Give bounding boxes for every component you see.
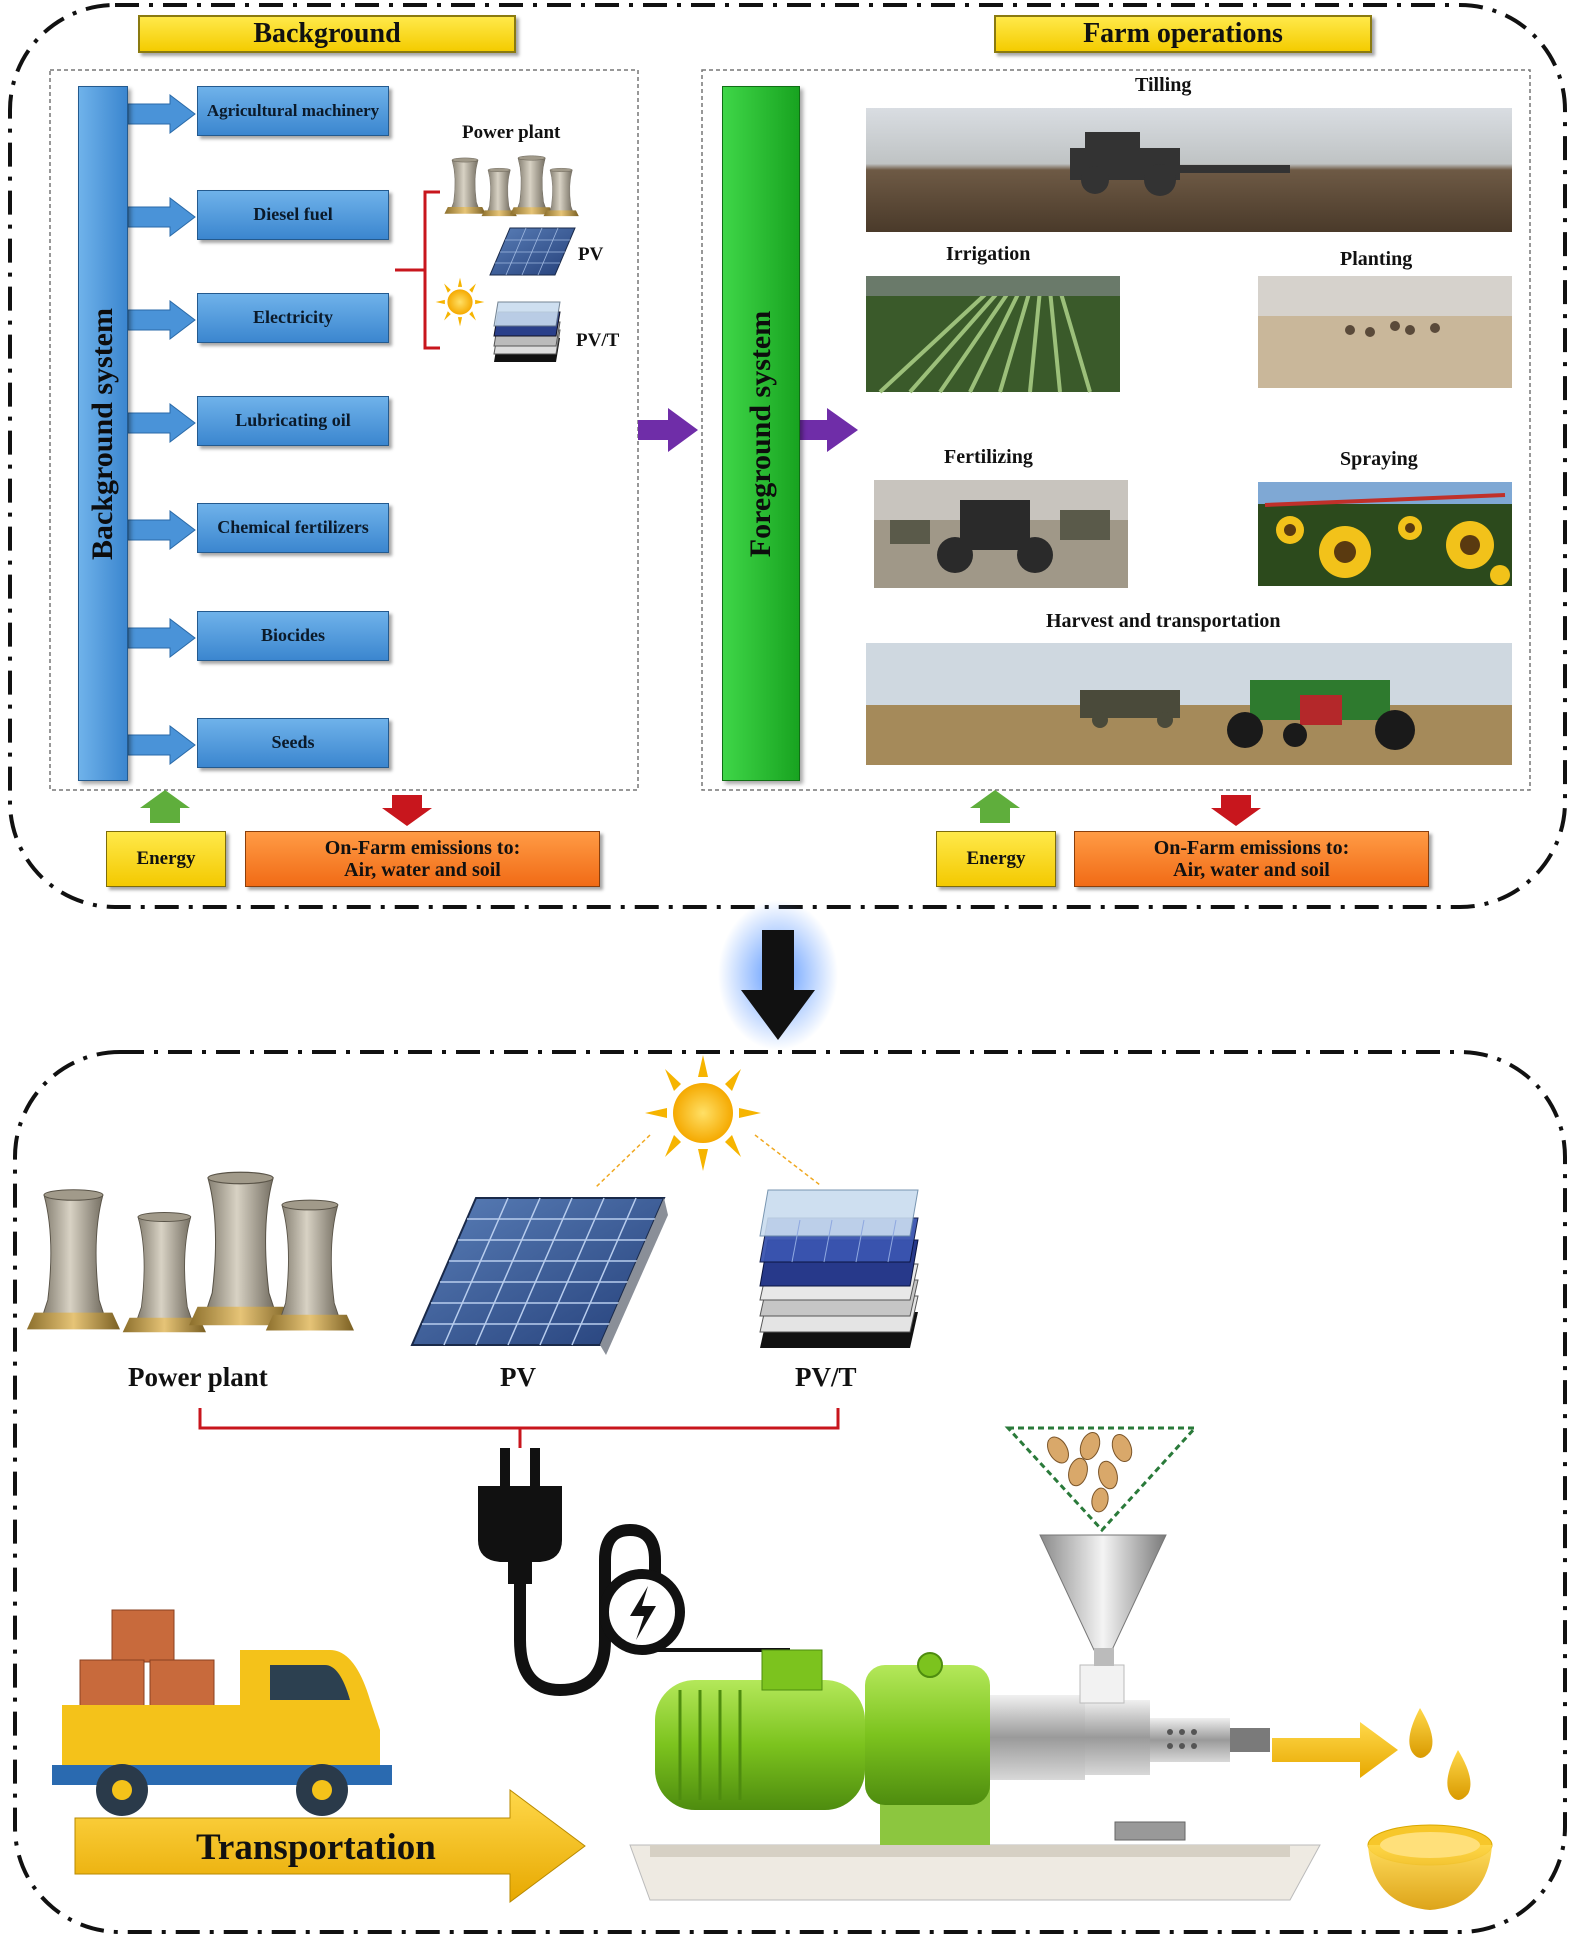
foreground-system-title: Foreground system <box>744 310 778 557</box>
emissions-line2: Air, water and soil <box>1173 859 1330 881</box>
energy-label: Energy <box>966 847 1026 869</box>
input-label: Lubricating oil <box>235 410 351 431</box>
sun-rays <box>594 1134 821 1189</box>
input-label: Diesel fuel <box>253 204 333 225</box>
oil-press-icon <box>629 1534 1321 1901</box>
mini-pv-label: PV <box>578 244 604 265</box>
input-box-seeds: Seeds <box>197 718 389 768</box>
mini-power-plant-label: Power plant <box>462 122 561 143</box>
mini-red-bracket <box>395 190 440 350</box>
oil-output-arrow-icon <box>1272 1722 1398 1778</box>
purple-flow-arrows <box>638 408 858 452</box>
input-arrows <box>127 93 196 766</box>
input-box-biocides: Biocides <box>197 611 389 661</box>
oil-bowl-icon <box>1367 1824 1493 1910</box>
mini-pvt-label: PV/T <box>576 330 620 351</box>
pvt-stack-icon <box>759 1189 919 1348</box>
emissions-line2: Air, water and soil <box>344 859 501 881</box>
background-header-label: Background <box>253 17 401 49</box>
input-box-lubricating-oil: Lubricating oil <box>197 396 389 446</box>
oil-drop-icon <box>1409 1708 1471 1800</box>
farm-operations-header-label: Farm operations <box>1083 17 1283 49</box>
farm-operations-header: Farm operations <box>994 15 1372 53</box>
delivery-truck-icon <box>52 1609 392 1816</box>
energy-up-arrow-right <box>970 790 1020 823</box>
power-plant-label: Power plant <box>128 1362 268 1392</box>
harvest-photo <box>866 643 1512 765</box>
input-label: Biocides <box>260 625 325 646</box>
main-down-arrow-icon <box>718 900 838 1050</box>
input-label: Electricity <box>253 307 333 328</box>
lower-frame <box>13 1050 1567 1934</box>
emission-down-arrow-left <box>382 795 432 826</box>
background-system-bar: Background system <box>78 86 128 781</box>
red-bracket <box>198 1408 840 1448</box>
input-box-agricultural-machinery: Agricultural machinery <box>197 86 389 136</box>
input-label: Chemical fertilizers <box>217 517 369 538</box>
input-box-diesel-fuel: Diesel fuel <box>197 190 389 240</box>
energy-box-left: Energy <box>106 831 226 887</box>
farm-panel <box>701 69 1531 791</box>
energy-box-right: Energy <box>936 831 1056 887</box>
tilling-caption: Tilling <box>1135 74 1192 96</box>
harvest-caption: Harvest and transportation <box>1046 610 1281 632</box>
input-label: Agricultural machinery <box>206 100 380 120</box>
cooling-tower-icon <box>26 1171 355 1333</box>
planting-photo <box>1258 276 1512 388</box>
spraying-photo <box>1258 482 1512 586</box>
foreground-system-bar: Foreground system <box>722 86 800 781</box>
background-header: Background <box>138 15 516 53</box>
sun-icon <box>645 1055 761 1171</box>
emissions-line1: On-Farm emissions to: <box>324 837 521 859</box>
fertilizing-caption: Fertilizing <box>944 446 1033 468</box>
solar-panel-icon <box>410 1197 668 1355</box>
emissions-line1: On-Farm emissions to: <box>1153 837 1350 859</box>
mini-pvt-stack-icon <box>493 301 561 362</box>
mini-cooling-tower-icon <box>444 155 579 217</box>
tilling-photo <box>866 108 1512 232</box>
input-box-electricity: Electricity <box>197 293 389 343</box>
emission-down-arrow-right <box>1211 795 1261 826</box>
power-plug-icon <box>478 1448 796 1697</box>
input-label: Seeds <box>271 732 315 753</box>
pv-label: PV <box>500 1362 536 1392</box>
emissions-box-left: On-Farm emissions to: Air, water and soi… <box>245 831 600 887</box>
planting-caption: Planting <box>1340 248 1413 270</box>
irrigation-caption: Irrigation <box>946 243 1031 265</box>
mini-solar-panel-icon <box>489 227 576 276</box>
fertilizing-photo <box>874 480 1128 588</box>
input-box-chemical-fertilizers: Chemical fertilizers <box>197 503 389 553</box>
energy-label: Energy <box>136 847 196 869</box>
seed-hopper-icon <box>1004 1426 1199 1533</box>
emissions-box-right: On-Farm emissions to: Air, water and soi… <box>1074 831 1429 887</box>
spraying-caption: Spraying <box>1340 448 1418 470</box>
background-system-title: Background system <box>86 307 120 560</box>
irrigation-photo <box>866 276 1120 394</box>
mini-sun-icon <box>435 277 485 327</box>
energy-up-arrow-left <box>140 790 190 823</box>
pvt-label: PV/T <box>795 1362 857 1392</box>
transportation-arrow-icon <box>74 1789 586 1903</box>
transportation-label: Transportation <box>196 1827 436 1868</box>
